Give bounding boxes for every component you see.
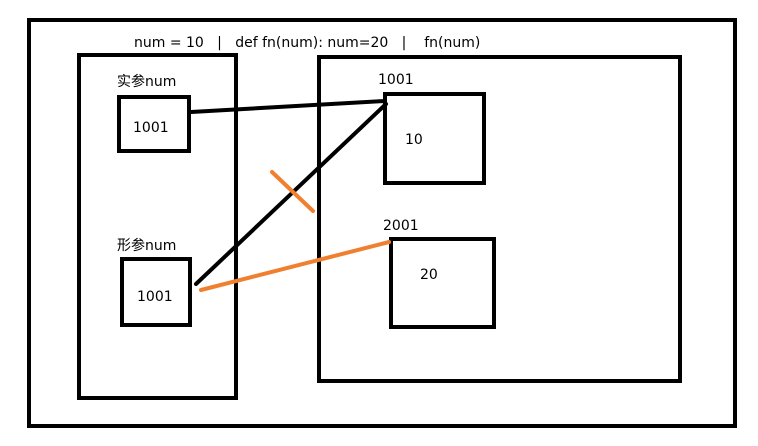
- cross-out-mark: [270, 170, 315, 213]
- actual-param-reference-line: [189, 99, 387, 114]
- heap-region: [317, 55, 682, 383]
- heap-obj1-value: 10: [405, 132, 423, 148]
- heap-obj2-box: [389, 237, 496, 329]
- actual-param-box: [117, 95, 191, 153]
- stack-region: [77, 53, 238, 400]
- formal-param-label: 形参num: [117, 238, 177, 254]
- formal-param-box: [120, 257, 192, 327]
- outer-frame: [27, 18, 737, 428]
- heap-obj2-value: 20: [420, 267, 438, 283]
- actual-param-label: 实参num: [117, 74, 177, 90]
- heap-obj2-address: 2001: [383, 218, 419, 234]
- heap-obj1-box: [383, 92, 486, 185]
- actual-param-value: 1001: [133, 120, 169, 136]
- code-header: num = 10 | def fn(num): num=20 | fn(num): [134, 35, 481, 51]
- formal-param-new-reference-line: [199, 240, 391, 292]
- heap-obj1-address: 1001: [378, 72, 414, 88]
- formal-param-old-reference-line: [194, 102, 388, 286]
- formal-param-value: 1001: [137, 289, 173, 305]
